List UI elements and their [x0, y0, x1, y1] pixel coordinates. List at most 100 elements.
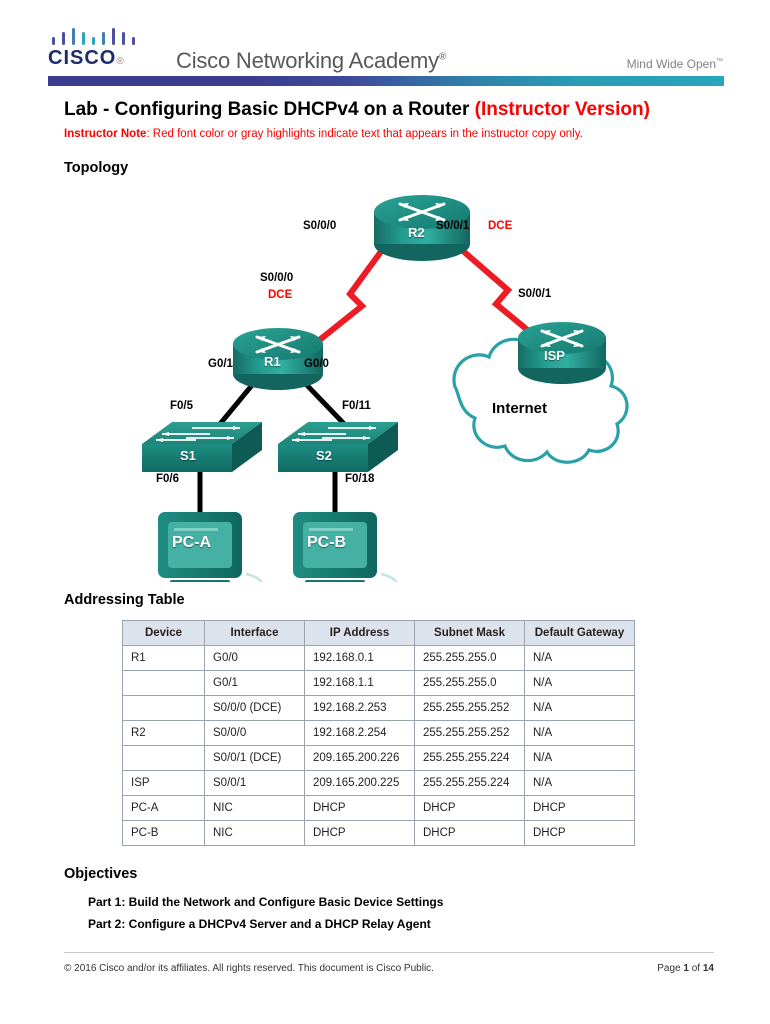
column-header-ip-address: IP Address	[304, 620, 415, 646]
cell-device: PC-B	[122, 820, 205, 846]
cell-interface: S0/0/1	[204, 770, 305, 796]
cell-gateway: DHCP	[524, 795, 635, 821]
table-row: S0/0/0 (DCE) 192.168.2.253 255.255.255.2…	[122, 695, 635, 721]
table-row: R1 G0/0 192.168.0.1 255.255.255.0 N/A	[122, 645, 635, 671]
cell-gateway: N/A	[524, 670, 635, 696]
cell-ip: 209.165.200.226	[304, 745, 415, 771]
cell-interface: NIC	[204, 795, 305, 821]
cisco-logo-bars-icon	[52, 28, 138, 45]
device-label-r2: R2	[408, 225, 425, 240]
cell-device	[122, 695, 205, 721]
router-isp-icon	[518, 322, 606, 384]
iface-label-r1-g0-0: G0/0	[304, 358, 329, 370]
cell-device	[122, 745, 205, 771]
cell-interface: G0/0	[204, 645, 305, 671]
device-label-isp: ISP	[544, 348, 565, 363]
cisco-wordmark-text: CISCO	[48, 47, 117, 69]
cell-mask: 255.255.255.0	[414, 645, 525, 671]
topology-heading: Topology	[64, 160, 129, 176]
tagline-trademark-mark: ™	[716, 58, 723, 65]
column-header-interface: Interface	[204, 620, 305, 646]
cell-device: R2	[122, 720, 205, 746]
device-label-r1: R1	[264, 354, 281, 369]
cell-ip: 192.168.2.253	[304, 695, 415, 721]
cell-device: PC-A	[122, 795, 205, 821]
table-row: S0/0/1 (DCE) 209.165.200.226 255.255.255…	[122, 745, 635, 771]
iface-label-s2-f0-11: F0/11	[342, 400, 371, 412]
device-label-s1: S1	[180, 448, 196, 463]
iface-label-s1-f0-5: F0/5	[170, 400, 194, 412]
iface-label-isp-s0-0-1: S0/0/1	[518, 288, 552, 300]
table-header-row: Device Interface IP Address Subnet Mask …	[122, 620, 635, 646]
addressing-table: Device Interface IP Address Subnet Mask …	[122, 620, 635, 846]
column-header-default-gateway: Default Gateway	[524, 620, 635, 646]
link-r2-r1-serial	[300, 240, 391, 357]
cell-mask: DHCP	[414, 795, 525, 821]
device-label-pc-a: PC-A	[172, 534, 212, 551]
cell-gateway: N/A	[524, 720, 635, 746]
pc-b-icon	[293, 512, 398, 582]
column-header-device: Device	[122, 620, 205, 646]
footer-page-number: Page 1 of 14	[657, 963, 714, 974]
header-gradient-rule	[48, 76, 724, 86]
academy-title-text: Cisco Networking Academy	[176, 48, 439, 73]
iface-label-s1-f0-6: F0/6	[156, 473, 180, 485]
cell-device: ISP	[122, 770, 205, 796]
academy-registered-mark: ®	[438, 51, 447, 63]
device-label-s2: S2	[316, 448, 332, 463]
cell-interface: NIC	[204, 820, 305, 846]
cell-mask: 255.255.255.224	[414, 770, 525, 796]
pc-a-icon	[158, 512, 263, 582]
iface-label-r2-s0-0-1: S0/0/1	[436, 220, 470, 232]
cell-gateway: N/A	[524, 645, 635, 671]
cell-gateway: N/A	[524, 770, 635, 796]
column-header-subnet-mask: Subnet Mask	[414, 620, 525, 646]
iface-label-r1-g0-1: G0/1	[208, 358, 233, 370]
cell-mask: 255.255.255.224	[414, 745, 525, 771]
table-row: G0/1 192.168.1.1 255.255.255.0 N/A	[122, 670, 635, 696]
internet-cloud-label: Internet	[492, 400, 548, 417]
iface-label-s2-f0-18: F0/18	[345, 473, 375, 485]
cell-gateway: N/A	[524, 695, 635, 721]
footer-copyright: © 2016 Cisco and/or its affiliates. All …	[64, 963, 434, 974]
cell-device	[122, 670, 205, 696]
link-r2-isp-serial	[453, 241, 544, 345]
router-r1-icon	[233, 328, 323, 390]
page-of: of	[688, 963, 703, 974]
cell-interface: S0/0/0	[204, 720, 305, 746]
cisco-logo: CISCO®	[48, 28, 143, 74]
cell-interface: S0/0/1 (DCE)	[204, 745, 305, 771]
iface-label-r1-s0-0-0-dce: DCE	[268, 289, 293, 301]
page-title-instructor-suffix: (Instructor Version)	[474, 99, 650, 120]
cell-device: R1	[122, 645, 205, 671]
footer-divider	[64, 952, 714, 953]
page-title: Lab - Configuring Basic DHCPv4 on a Rout…	[64, 99, 650, 121]
cell-gateway: DHCP	[524, 820, 635, 846]
cell-interface: G0/1	[204, 670, 305, 696]
device-label-pc-b: PC-B	[307, 534, 347, 551]
addressing-table-heading: Addressing Table	[64, 592, 185, 608]
link-r1-s2-ethernet	[298, 376, 352, 432]
cisco-wordmark: CISCO®	[48, 47, 125, 70]
table-row: PC-B NIC DHCP DHCP DHCP	[122, 820, 635, 846]
objective-part-2: Part 2: Configure a DHCPv4 Server and a …	[88, 917, 431, 931]
page-current: 1	[683, 963, 689, 974]
switch-s2-icon	[278, 422, 398, 472]
topology-diagram: R2 R1 ISP S1 S2 PC-A PC-B Internet S0/0/…	[100, 182, 670, 582]
tagline: Mind Wide Open™	[627, 57, 723, 71]
table-row: R2 S0/0/0 192.168.2.254 255.255.255.252 …	[122, 720, 635, 746]
instructor-note-text: : Red font color or gray highlights indi…	[146, 128, 583, 140]
iface-label-r1-s0-0-0: S0/0/0	[260, 272, 294, 284]
iface-label-r2-s0-0-1-dce: DCE	[488, 220, 513, 232]
instructor-note: Instructor Note: Red font color or gray …	[64, 128, 583, 140]
cell-mask: DHCP	[414, 820, 525, 846]
cell-mask: 255.255.255.0	[414, 670, 525, 696]
academy-title: Cisco Networking Academy®	[176, 48, 446, 74]
instructor-note-label: Instructor Note	[64, 128, 147, 140]
cell-ip: 192.168.1.1	[304, 670, 415, 696]
cell-ip: 192.168.2.254	[304, 720, 415, 746]
table-row: PC-A NIC DHCP DHCP DHCP	[122, 795, 635, 821]
router-r2-icon	[374, 195, 470, 261]
cell-interface: S0/0/0 (DCE)	[204, 695, 305, 721]
